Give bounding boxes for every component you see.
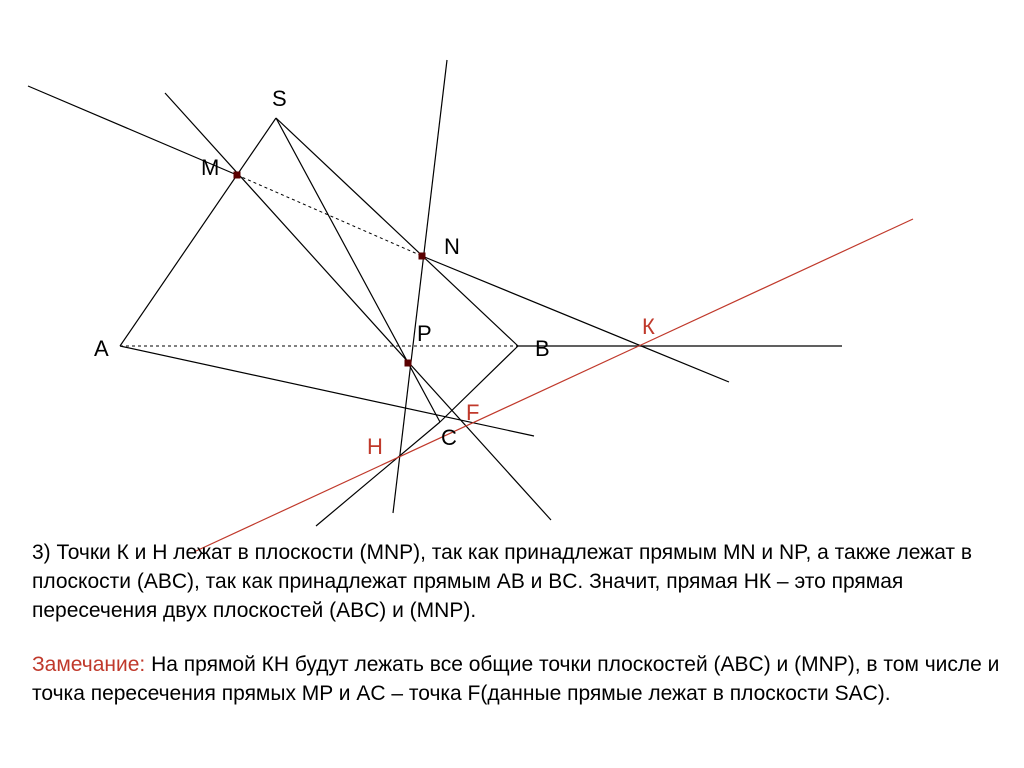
line-HK <box>195 218 914 552</box>
remark-body: На прямой КН будут лежать все общие точк… <box>32 653 1000 705</box>
label-C: C <box>441 425 457 450</box>
line-MN-extended <box>27 85 238 176</box>
label-M: M <box>201 155 219 180</box>
point-N-marker <box>418 252 426 260</box>
label-P: P <box>417 321 432 346</box>
edge-SC <box>275 117 441 423</box>
line-NK <box>421 255 730 383</box>
segment-MN-hidden <box>236 174 423 257</box>
label-N: N <box>444 234 460 259</box>
label-K: К <box>642 314 655 339</box>
line-BC-extension <box>315 421 441 527</box>
line-AC <box>119 345 535 437</box>
line-NP <box>392 59 448 514</box>
label-A: A <box>94 336 109 361</box>
line-MP <box>164 92 552 521</box>
remark-label: Замечание: <box>32 653 146 676</box>
edge-BC <box>439 345 519 423</box>
remark-paragraph: Замечание: На прямой КН будут лежать все… <box>32 650 1002 708</box>
edge-SB <box>275 117 519 347</box>
label-B: B <box>535 336 550 361</box>
explanation-paragraph: 3) Точки К и Н лежат в плоскости (MNP), … <box>32 541 973 622</box>
edge-SA <box>119 117 277 347</box>
point-P-marker <box>404 359 412 367</box>
label-S: S <box>272 86 287 111</box>
label-F: F <box>466 400 479 425</box>
point-M-marker <box>233 171 241 179</box>
label-H: Н <box>367 434 383 459</box>
